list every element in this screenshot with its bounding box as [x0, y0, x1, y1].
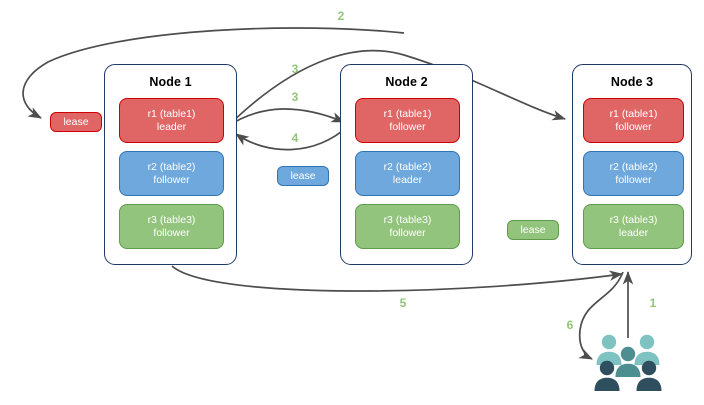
- replica-role: follower: [615, 120, 652, 133]
- lease-badge-r1[interactable]: lease: [50, 112, 102, 132]
- replica-name: r2 (table2): [147, 160, 196, 173]
- people-back-row: [596, 334, 660, 365]
- replica-r2[interactable]: r2 (table2) leader: [355, 151, 460, 196]
- step-label-1: 1: [649, 296, 657, 310]
- step-label-3a: 3: [291, 62, 299, 76]
- step-label-2: 2: [337, 9, 345, 23]
- replica-r1[interactable]: r1 (table1) leader: [119, 98, 224, 143]
- arrow-step-3b: [227, 108, 345, 127]
- replica-name: r3 (table3): [383, 213, 432, 226]
- node-title: Node 2: [385, 75, 428, 89]
- people-front-row: [594, 360, 662, 391]
- replica-r1[interactable]: r1 (table1) follower: [583, 98, 684, 143]
- node-title: Node 3: [610, 75, 654, 89]
- lease-badge-r2[interactable]: lease: [277, 166, 329, 186]
- node-box-3[interactable]: Node 3 r1 (table1) follower r2 (table2) …: [572, 64, 692, 265]
- replica-role: follower: [153, 226, 190, 239]
- replica-name: r2 (table2): [383, 160, 432, 173]
- people-center: [615, 346, 641, 377]
- arrow-step-5: [171, 265, 624, 292]
- step-label-6: 6: [566, 318, 574, 332]
- step-label-4: 4: [291, 131, 299, 145]
- replica-role: follower: [153, 173, 190, 186]
- replica-role: follower: [389, 120, 426, 133]
- node-box-2[interactable]: Node 2 r1 (table1) follower r2 (table2) …: [340, 64, 473, 265]
- replica-r3[interactable]: r3 (table3) follower: [119, 204, 224, 249]
- replica-role: leader: [618, 226, 649, 239]
- replica-r3[interactable]: r3 (table3) follower: [355, 204, 460, 249]
- replica-role: leader: [392, 173, 423, 186]
- replica-role: follower: [615, 173, 652, 186]
- replica-name: r1 (table1): [383, 107, 432, 120]
- replica-r2[interactable]: r2 (table2) follower: [583, 151, 684, 196]
- replica-name: r2 (table2): [609, 160, 658, 173]
- step-label-3b: 3: [291, 90, 299, 104]
- people-group-icon: [594, 334, 662, 391]
- node-title: Node 1: [149, 75, 192, 89]
- step-label-5: 5: [399, 296, 407, 310]
- replica-name: r3 (table3): [147, 213, 196, 226]
- replica-r2[interactable]: r2 (table2) follower: [119, 151, 224, 196]
- replica-role: follower: [389, 226, 426, 239]
- lease-badge-r3[interactable]: lease: [507, 220, 559, 240]
- replica-name: r1 (table1): [147, 107, 196, 120]
- node-box-1[interactable]: Node 1 r1 (table1) leader r2 (table2) fo…: [104, 64, 237, 265]
- replica-name: r3 (table3): [609, 213, 658, 226]
- replica-r3[interactable]: r3 (table3) leader: [583, 204, 684, 249]
- replica-r1[interactable]: r1 (table1) follower: [355, 98, 460, 143]
- replica-role: leader: [156, 120, 187, 133]
- replica-name: r1 (table1): [609, 107, 658, 120]
